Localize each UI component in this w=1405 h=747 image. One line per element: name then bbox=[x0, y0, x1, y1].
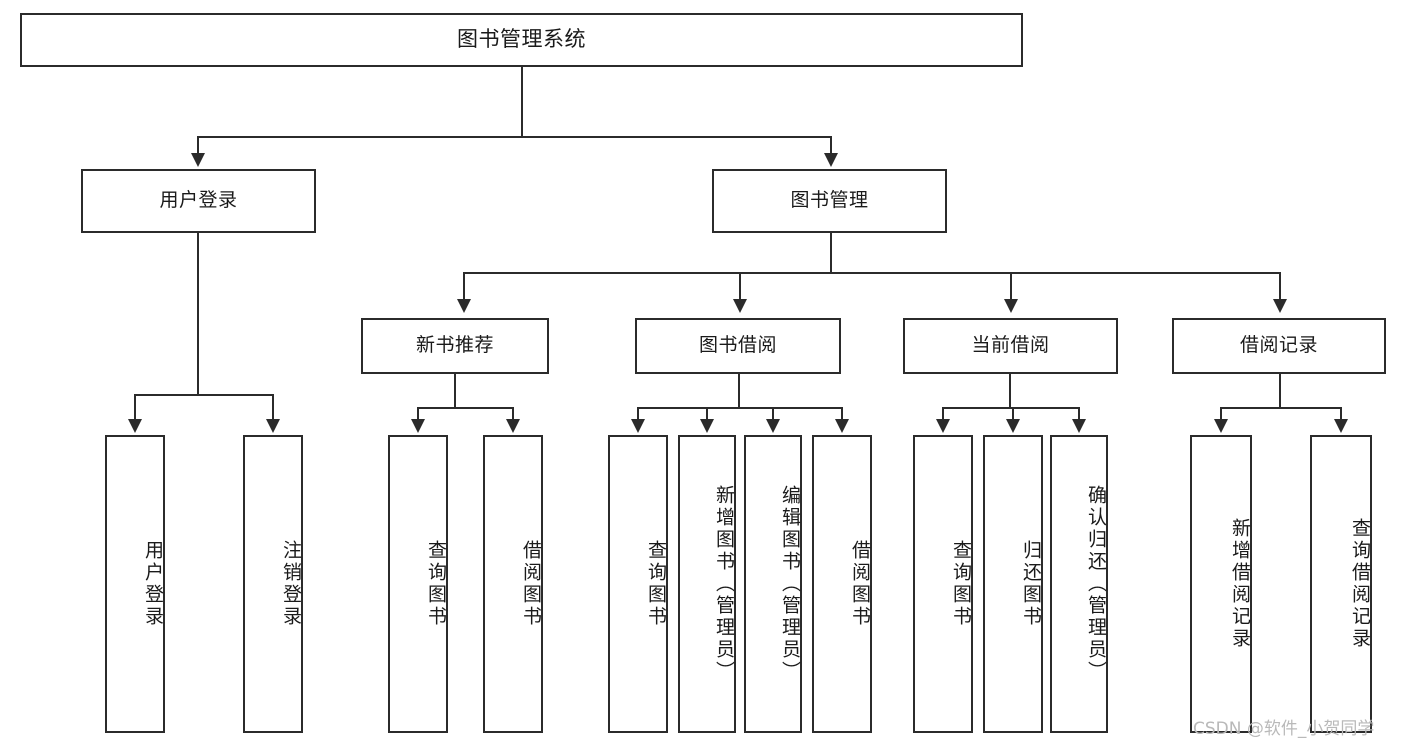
connector-bookmgmt-stem bbox=[830, 233, 832, 273]
leaf-newbook-borrow-book[interactable]: 借阅图书 bbox=[483, 435, 543, 733]
leaf-current-return-book[interactable]: 归还图书 bbox=[983, 435, 1043, 733]
connector-records-stem bbox=[1279, 374, 1281, 408]
connector-borrow-drop-4 bbox=[841, 407, 843, 420]
arrow-newbook-to-borrow bbox=[506, 419, 520, 433]
leaf-borrow-query-book[interactable]: 查询图书 bbox=[608, 435, 668, 733]
connector-current-bus bbox=[942, 407, 1079, 409]
connector-current-drop-2 bbox=[1012, 407, 1014, 420]
leaf-label: 新增图书（管理员） bbox=[713, 485, 735, 683]
arrow-root-to-bookmgmt bbox=[824, 153, 838, 167]
node-new-book-recommend[interactable]: 新书推荐 bbox=[361, 318, 549, 374]
arrow-borrow-to-add bbox=[700, 419, 714, 433]
leaf-borrow-add-book-admin[interactable]: 新增图书（管理员） bbox=[678, 435, 736, 733]
leaf-label: 注销登录 bbox=[280, 540, 302, 628]
connector-newbook-stem bbox=[454, 374, 456, 408]
connector-borrow-stem bbox=[738, 374, 740, 408]
connector-borrow-drop-1 bbox=[637, 407, 639, 420]
connector-bookmgmt-drop-3 bbox=[1010, 272, 1012, 300]
connector-root-bus bbox=[197, 136, 831, 138]
leaf-records-query-record[interactable]: 查询借阅记录 bbox=[1310, 435, 1372, 733]
connector-login-drop-1 bbox=[134, 394, 136, 420]
leaf-label: 查询图书 bbox=[425, 540, 447, 628]
leaf-label: 用户登录 bbox=[142, 540, 164, 628]
connector-records-drop-2 bbox=[1340, 407, 1342, 420]
arrow-current-to-query bbox=[936, 419, 950, 433]
connector-login-stem bbox=[197, 233, 199, 395]
connector-borrow-drop-3 bbox=[772, 407, 774, 420]
connector-newbook-drop-2 bbox=[512, 407, 514, 420]
connector-current-drop-3 bbox=[1078, 407, 1080, 420]
leaf-current-query-book[interactable]: 查询图书 bbox=[913, 435, 973, 733]
connector-current-stem bbox=[1009, 374, 1011, 408]
leaf-label: 查询图书 bbox=[950, 540, 972, 628]
node-book-management[interactable]: 图书管理 bbox=[712, 169, 947, 233]
connector-login-bus bbox=[134, 394, 274, 396]
connector-root-to-bookmgmt bbox=[830, 136, 832, 155]
arrow-records-to-add bbox=[1214, 419, 1228, 433]
connector-borrow-drop-2 bbox=[706, 407, 708, 420]
leaf-label: 借阅图书 bbox=[520, 540, 542, 628]
arrow-bookmgmt-to-records bbox=[1273, 299, 1287, 313]
arrow-borrow-to-lend bbox=[835, 419, 849, 433]
csdn-watermark: CSDN @软件_小贺同学 bbox=[1193, 719, 1375, 739]
node-book-borrow[interactable]: 图书借阅 bbox=[635, 318, 841, 374]
connector-newbook-bus bbox=[417, 407, 513, 409]
leaf-label: 借阅图书 bbox=[849, 540, 871, 628]
node-user-login[interactable]: 用户登录 bbox=[81, 169, 316, 233]
leaf-label: 查询图书 bbox=[645, 540, 667, 628]
arrow-borrow-to-edit bbox=[766, 419, 780, 433]
leaf-label: 编辑图书（管理员） bbox=[779, 485, 801, 683]
arrow-borrow-to-query bbox=[631, 419, 645, 433]
arrow-root-to-login bbox=[191, 153, 205, 167]
leaf-user-login[interactable]: 用户登录 bbox=[105, 435, 165, 733]
connector-root-stem bbox=[521, 67, 523, 137]
leaf-label: 确认归还（管理员） bbox=[1085, 485, 1107, 683]
connector-bookmgmt-bus bbox=[463, 272, 1281, 274]
leaf-borrow-edit-book-admin[interactable]: 编辑图书（管理员） bbox=[744, 435, 802, 733]
connector-borrow-bus bbox=[637, 407, 842, 409]
connector-root-to-login bbox=[197, 136, 199, 155]
connector-bookmgmt-drop-2 bbox=[739, 272, 741, 300]
leaf-newbook-query-book[interactable]: 查询图书 bbox=[388, 435, 448, 733]
node-borrow-records[interactable]: 借阅记录 bbox=[1172, 318, 1386, 374]
leaf-label: 查询借阅记录 bbox=[1349, 518, 1371, 650]
node-root-system[interactable]: 图书管理系统 bbox=[20, 13, 1023, 67]
leaf-logout[interactable]: 注销登录 bbox=[243, 435, 303, 733]
arrow-bookmgmt-to-borrow bbox=[733, 299, 747, 313]
connector-current-drop-1 bbox=[942, 407, 944, 420]
arrow-current-to-confirm bbox=[1072, 419, 1086, 433]
connector-login-drop-2 bbox=[272, 394, 274, 420]
arrow-login-to-logout bbox=[266, 419, 280, 433]
leaf-label: 新增借阅记录 bbox=[1229, 518, 1251, 650]
node-current-borrow[interactable]: 当前借阅 bbox=[903, 318, 1118, 374]
connector-newbook-drop-1 bbox=[417, 407, 419, 420]
leaf-current-confirm-return-admin[interactable]: 确认归还（管理员） bbox=[1050, 435, 1108, 733]
leaf-records-add-record[interactable]: 新增借阅记录 bbox=[1190, 435, 1252, 733]
connector-bookmgmt-drop-4 bbox=[1279, 272, 1281, 300]
connector-bookmgmt-drop-1 bbox=[463, 272, 465, 300]
arrow-bookmgmt-to-newbook bbox=[457, 299, 471, 313]
arrow-newbook-to-query bbox=[411, 419, 425, 433]
arrow-login-to-user-login bbox=[128, 419, 142, 433]
leaf-label: 归还图书 bbox=[1020, 540, 1042, 628]
leaf-borrow-lend-book[interactable]: 借阅图书 bbox=[812, 435, 872, 733]
arrow-current-to-return bbox=[1006, 419, 1020, 433]
arrow-records-to-query bbox=[1334, 419, 1348, 433]
connector-records-drop-1 bbox=[1220, 407, 1222, 420]
connector-records-bus bbox=[1220, 407, 1341, 409]
arrow-bookmgmt-to-current bbox=[1004, 299, 1018, 313]
